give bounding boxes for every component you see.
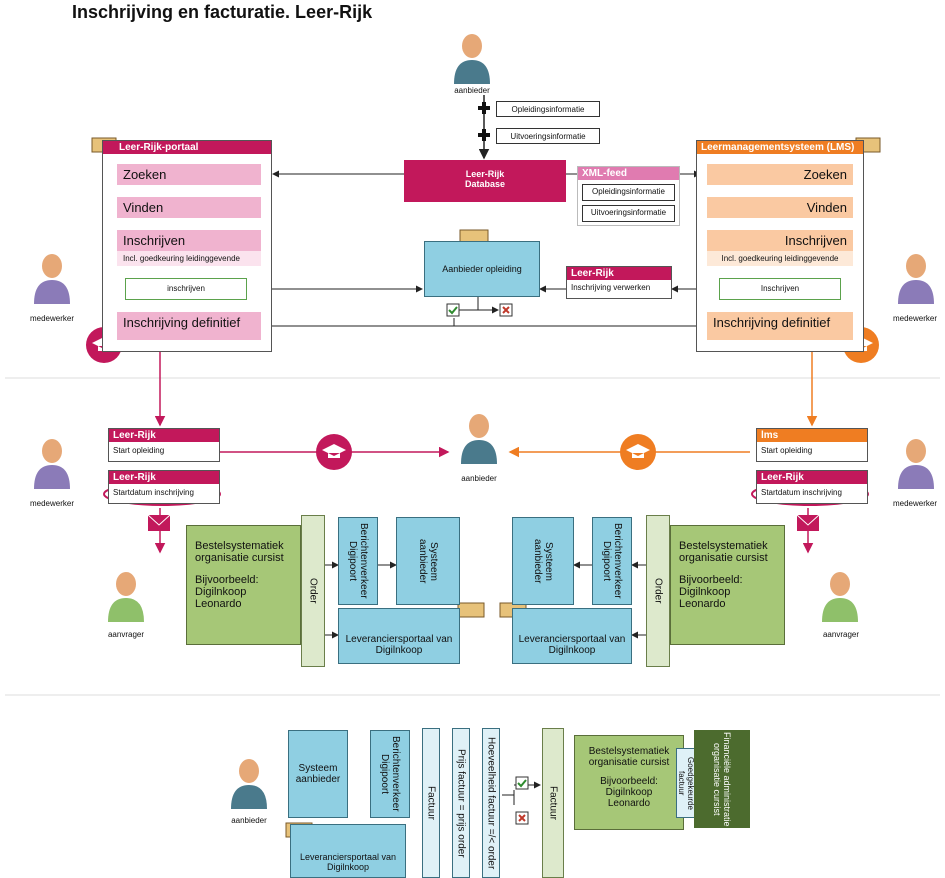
bottom-aanbieder-label: aanbieder bbox=[231, 816, 267, 825]
bestel-left-title: Bestelsystematiek organisatie cursist bbox=[195, 540, 284, 564]
portal-left-inschrijven[interactable]: Inschrijven bbox=[117, 230, 261, 251]
goedgekeurde-factuur: Goedgekeurde factuur bbox=[676, 748, 696, 818]
aanbieder-opleiding-box: Aanbieder opleiding bbox=[424, 241, 540, 297]
berichtenverkeer-right: Berichtenverkeer Digipoort bbox=[592, 517, 632, 605]
bottom-bestel-title: Bestelsystematiek organisatie cursist bbox=[588, 746, 670, 768]
startdatum-left-header: Leer-Rijk bbox=[109, 471, 219, 484]
bestel-right: Bestelsystematiek organisatie cursist Bi… bbox=[670, 525, 785, 645]
bottom-factuur-2: Factuur bbox=[542, 728, 564, 878]
database-line2: Database bbox=[464, 179, 506, 189]
berichtenverkeer-left: Berichtenverkeer Digipoort bbox=[338, 517, 378, 605]
middle-aanbieder-person-icon bbox=[461, 414, 497, 464]
middle-aanbieder-label: aanbieder bbox=[461, 474, 497, 483]
bottom-bestel: Bestelsystematiek organisatie cursist Bi… bbox=[574, 735, 684, 830]
start-opleiding-right-label: Start opleiding bbox=[761, 446, 813, 455]
systeem-aanbieder-right: Systeem aanbieder bbox=[512, 517, 574, 605]
order-right: Order bbox=[646, 515, 670, 667]
top-aanbieder-label: aanbieder bbox=[454, 86, 490, 95]
bestel-left: Bestelsystematiek organisatie cursist Bi… bbox=[186, 525, 301, 645]
start-opleiding-right: lms Start opleiding bbox=[756, 428, 868, 462]
bottom-leveranciersportaal: Leveranciersportaal van Digilnkoop bbox=[290, 824, 406, 878]
portal-left-definitief: Inschrijving definitief bbox=[117, 312, 261, 340]
leveranciersportaal-right: Leveranciersportaal van Digilnkoop bbox=[512, 608, 632, 664]
xml-feed-panel: XML-feed Opleidingsinformatie Uitvoering… bbox=[577, 166, 680, 226]
startdatum-right-label: Startdatum inschrijving bbox=[761, 488, 842, 497]
systeem-aanbieder-left: Systeem aanbieder bbox=[396, 517, 460, 605]
page-title: Inschrijving en facturatie. Leer-Rijk bbox=[72, 2, 373, 22]
database-line1: Leer-Rijk bbox=[465, 169, 505, 179]
lms-panel: Leermanagementsysteem (LMS) Zoeken Vinde… bbox=[696, 140, 864, 352]
opleidingsinformatie-box: Opleidingsinformatie bbox=[496, 101, 600, 117]
medewerker-label-ml: medewerker bbox=[29, 499, 74, 508]
portal-left-inschrijven-button[interactable]: inschrijven bbox=[125, 278, 247, 300]
bestel-right-example: Bijvoorbeeld: bbox=[679, 574, 743, 586]
portal-right-vinden[interactable]: Vinden bbox=[707, 197, 853, 218]
aanbieder-person-icon bbox=[454, 34, 490, 84]
aanvrager-label-left: aanvrager bbox=[107, 630, 145, 639]
medewerker-label-tr: medewerker bbox=[892, 314, 937, 323]
bottom-hoeveelheid: Hoeveelheid factuur =/< order bbox=[482, 728, 500, 878]
aanvrager-label-right: aanvrager bbox=[822, 630, 860, 639]
bestel-left-2: Leonardo bbox=[195, 598, 242, 610]
medewerker-label-mr: medewerker bbox=[892, 499, 937, 508]
medewerker-label-tl: medewerker bbox=[29, 314, 74, 323]
bestel-right-1: Digilnkoop bbox=[679, 586, 731, 598]
bestel-left-1: Digilnkoop bbox=[195, 586, 247, 598]
leer-rijk-database: Leer-Rijk Database bbox=[404, 160, 566, 202]
portal-right-inschrijven-button[interactable]: Inschrijven bbox=[719, 278, 841, 300]
portal-right-note: Incl. goedkeuring leidinggevende bbox=[707, 251, 853, 266]
bestel-left-example: Bijvoorbeeld: bbox=[195, 574, 259, 586]
startdatum-left: Leer-Rijk Startdatum inschrijving bbox=[108, 470, 220, 504]
lms-header: Leermanagementsysteem (LMS) bbox=[697, 141, 863, 154]
bestel-right-title: Bestelsystematiek organisatie cursist bbox=[679, 540, 768, 564]
verwerken-header: Leer-Rijk bbox=[567, 267, 671, 280]
start-opleiding-left-label: Start opleiding bbox=[113, 446, 165, 455]
start-opleiding-left-header: Leer-Rijk bbox=[109, 429, 219, 442]
order-left: Order bbox=[301, 515, 325, 667]
startdatum-right: Leer-Rijk Startdatum inschrijving bbox=[756, 470, 868, 504]
bottom-bestel-example: Bijvoorbeeld: bbox=[600, 776, 658, 787]
uitvoeringsinformatie-box: Uitvoeringsinformatie bbox=[496, 128, 600, 144]
bottom-prijs: Prijs factuur = prijs order bbox=[452, 728, 470, 878]
startdatum-left-label: Startdatum inschrijving bbox=[113, 488, 194, 497]
portal-right-inschrijven[interactable]: Inschrijven bbox=[707, 230, 853, 251]
startdatum-right-header: Leer-Rijk bbox=[757, 471, 867, 484]
bottom-systeem-aanbieder: Systeem aanbieder bbox=[288, 730, 348, 818]
leveranciersportaal-left: Leveranciersportaal van Digilnkoop bbox=[338, 608, 460, 664]
verwerken-label: Inschrijving verwerken bbox=[571, 283, 651, 292]
bestel-right-2: Leonardo bbox=[679, 598, 726, 610]
bottom-bestel-1: Digilnkoop bbox=[605, 787, 653, 798]
bottom-berichtenverkeer: Berichtenverkeer Digipoort bbox=[370, 730, 410, 818]
portal-left-note: Incl. goedkeuring leidinggevende bbox=[117, 251, 261, 266]
bottom-bestel-2: Leonardo bbox=[607, 798, 651, 809]
portal-right-zoeken[interactable]: Zoeken bbox=[707, 164, 853, 185]
portal-right-definitief: Inschrijving definitief bbox=[707, 312, 853, 340]
portal-left-vinden[interactable]: Vinden bbox=[117, 197, 261, 218]
xml-feed-header: XML-feed bbox=[578, 167, 679, 180]
leer-rijk-portaal-panel: Leer-Rijk-portaal Zoeken Vinden Inschrij… bbox=[102, 140, 272, 352]
leer-rijk-portaal-header: Leer-Rijk-portaal bbox=[103, 141, 271, 154]
portal-left-zoeken[interactable]: Zoeken bbox=[117, 164, 261, 185]
xml-item-1: Opleidingsinformatie bbox=[582, 184, 675, 201]
start-opleiding-right-header: lms bbox=[757, 429, 867, 442]
bottom-factuur-1: Factuur bbox=[422, 728, 440, 878]
xml-item-2: Uitvoeringsinformatie bbox=[582, 205, 675, 222]
start-opleiding-left: Leer-Rijk Start opleiding bbox=[108, 428, 220, 462]
financiele-administratie: Financiële administratie organisatie cur… bbox=[694, 730, 750, 828]
inschrijving-verwerken-panel: Leer-Rijk Inschrijving verwerken bbox=[566, 266, 672, 299]
